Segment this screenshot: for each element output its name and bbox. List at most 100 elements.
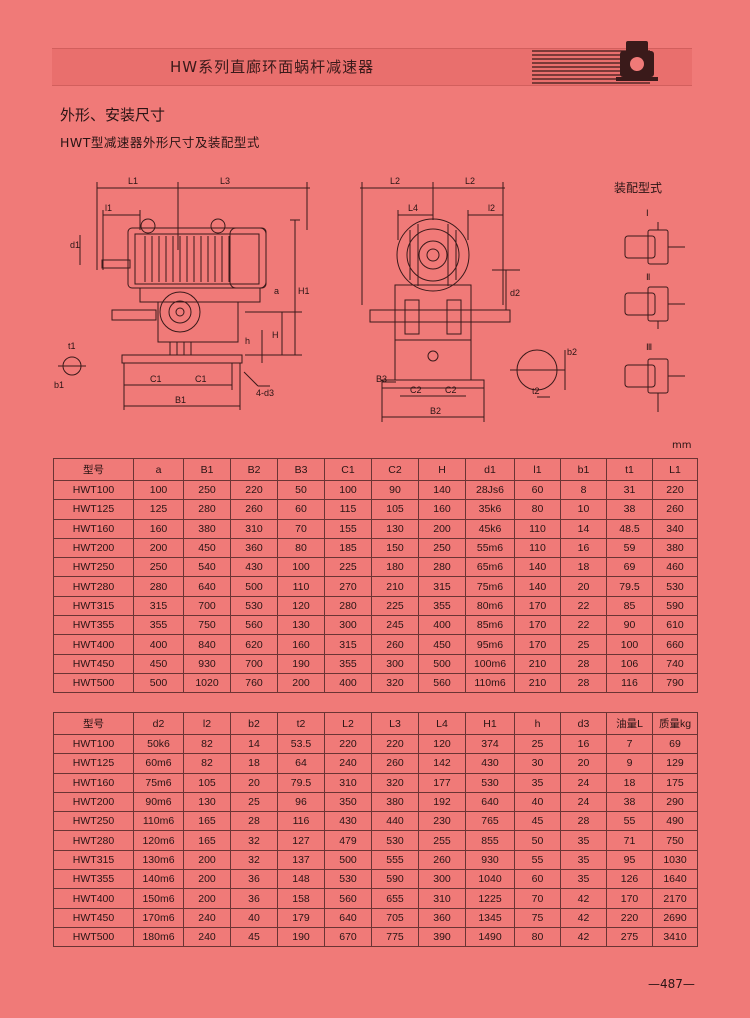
table-cell: 400 <box>133 634 184 655</box>
table-cell: 127 <box>277 830 325 851</box>
table-cell: 200 <box>133 537 184 559</box>
table-cell: 260 <box>371 753 419 774</box>
table-cell: 100 <box>133 479 184 501</box>
model-cell: HWT160 <box>53 518 134 539</box>
table-cell: 530 <box>652 576 698 597</box>
table-cell: 45 <box>230 926 278 948</box>
table-cell: 60m6 <box>133 753 184 774</box>
key-section-detail <box>510 349 566 398</box>
table-cell: 450 <box>133 653 184 674</box>
table-cell: 18 <box>560 557 607 578</box>
table-cell: 430 <box>324 811 372 832</box>
table-cell: 170 <box>606 888 653 909</box>
table-cell: 60 <box>514 869 561 890</box>
table-cell: 350 <box>324 791 372 813</box>
column-header: L4 <box>418 712 466 735</box>
front-view-drawing <box>58 182 310 410</box>
table-cell: 179 <box>277 907 325 928</box>
table-cell: 180 <box>371 557 419 578</box>
column-header: a <box>133 458 184 481</box>
table-cell: 18 <box>230 753 278 774</box>
table-cell: 430 <box>465 753 515 774</box>
table-cell: 35 <box>560 869 607 890</box>
table-cell: 540 <box>183 557 231 578</box>
table-cell: 220 <box>324 733 372 755</box>
table-cell: 40 <box>230 907 278 928</box>
table-cell: 500 <box>324 849 372 871</box>
table-cell: 82 <box>183 753 231 774</box>
table-cell: 90 <box>371 479 419 501</box>
model-cell: HWT100 <box>53 733 134 755</box>
table-cell: 175 <box>652 772 698 793</box>
table-cell: 700 <box>183 595 231 617</box>
label-L3: L3 <box>220 176 230 186</box>
table-cell: 200 <box>418 518 466 539</box>
table-cell: 360 <box>230 537 278 559</box>
page-title: HW系列直廊环面蜗杆减速器 <box>170 58 375 76</box>
table-cell: 100 <box>277 557 325 578</box>
table-cell: 55 <box>514 849 561 871</box>
table-cell: 300 <box>324 615 372 636</box>
table-cell: 500 <box>230 576 278 597</box>
table-cell: 69 <box>606 557 653 578</box>
table-cell: 200 <box>277 672 325 694</box>
table-cell: 10 <box>560 499 607 520</box>
table-cell: 560 <box>418 672 466 694</box>
table-cell: 70 <box>277 518 325 539</box>
table-cell: 96 <box>277 791 325 813</box>
reducer-product-icon <box>616 41 658 81</box>
table-cell: 35 <box>560 830 607 851</box>
label-L4: L4 <box>408 203 418 213</box>
label-l1: l1 <box>105 203 112 213</box>
section-subtitle: HWT型减速器外形尺寸及装配型式 <box>60 135 260 150</box>
table-cell: 59 <box>606 537 653 559</box>
model-cell: HWT400 <box>53 888 134 909</box>
model-cell: HWT160 <box>53 772 134 793</box>
table-cell: 760 <box>230 672 278 694</box>
table-cell: 1345 <box>465 907 515 928</box>
table-cell: 137 <box>277 849 325 871</box>
assembly-type-3-label: Ⅲ <box>646 342 652 352</box>
table-cell: 500 <box>418 653 466 674</box>
assembly-types-title: 装配型式 <box>614 181 663 195</box>
table-cell: 200 <box>183 869 231 890</box>
column-header: 型号 <box>53 712 134 735</box>
unit-label: mm <box>672 440 692 451</box>
table-cell: 80 <box>277 537 325 559</box>
table-cell: 360 <box>418 907 466 928</box>
table-cell: 16 <box>560 733 607 755</box>
label-L2-right: L2 <box>465 176 475 186</box>
table-cell: 555 <box>371 849 419 871</box>
table-cell: 50 <box>514 830 561 851</box>
table-cell: 400 <box>324 672 372 694</box>
table-cell: 660 <box>652 634 698 655</box>
table-cell: 190 <box>277 926 325 948</box>
table-cell: 28 <box>560 653 607 674</box>
label-L1: L1 <box>128 176 138 186</box>
table-cell: 85 <box>606 595 653 617</box>
label-a: a <box>274 286 279 296</box>
table-cell: 1030 <box>652 849 698 871</box>
model-cell: HWT500 <box>53 926 134 948</box>
table-cell: 71 <box>606 830 653 851</box>
table-cell: 75m6 <box>133 772 184 793</box>
table-cell: 150m6 <box>133 888 184 909</box>
table-cell: 1640 <box>652 869 698 890</box>
column-header: B2 <box>230 458 278 481</box>
table-cell: 374 <box>465 733 515 755</box>
table-cell: 320 <box>371 772 419 793</box>
table-cell: 355 <box>324 653 372 674</box>
model-cell: HWT280 <box>53 830 134 851</box>
table-cell: 440 <box>371 811 419 832</box>
table-cell: 20 <box>230 772 278 793</box>
table-cell: 220 <box>652 479 698 501</box>
table-cell: 65m6 <box>465 557 515 578</box>
table-cell: 126 <box>606 869 653 890</box>
